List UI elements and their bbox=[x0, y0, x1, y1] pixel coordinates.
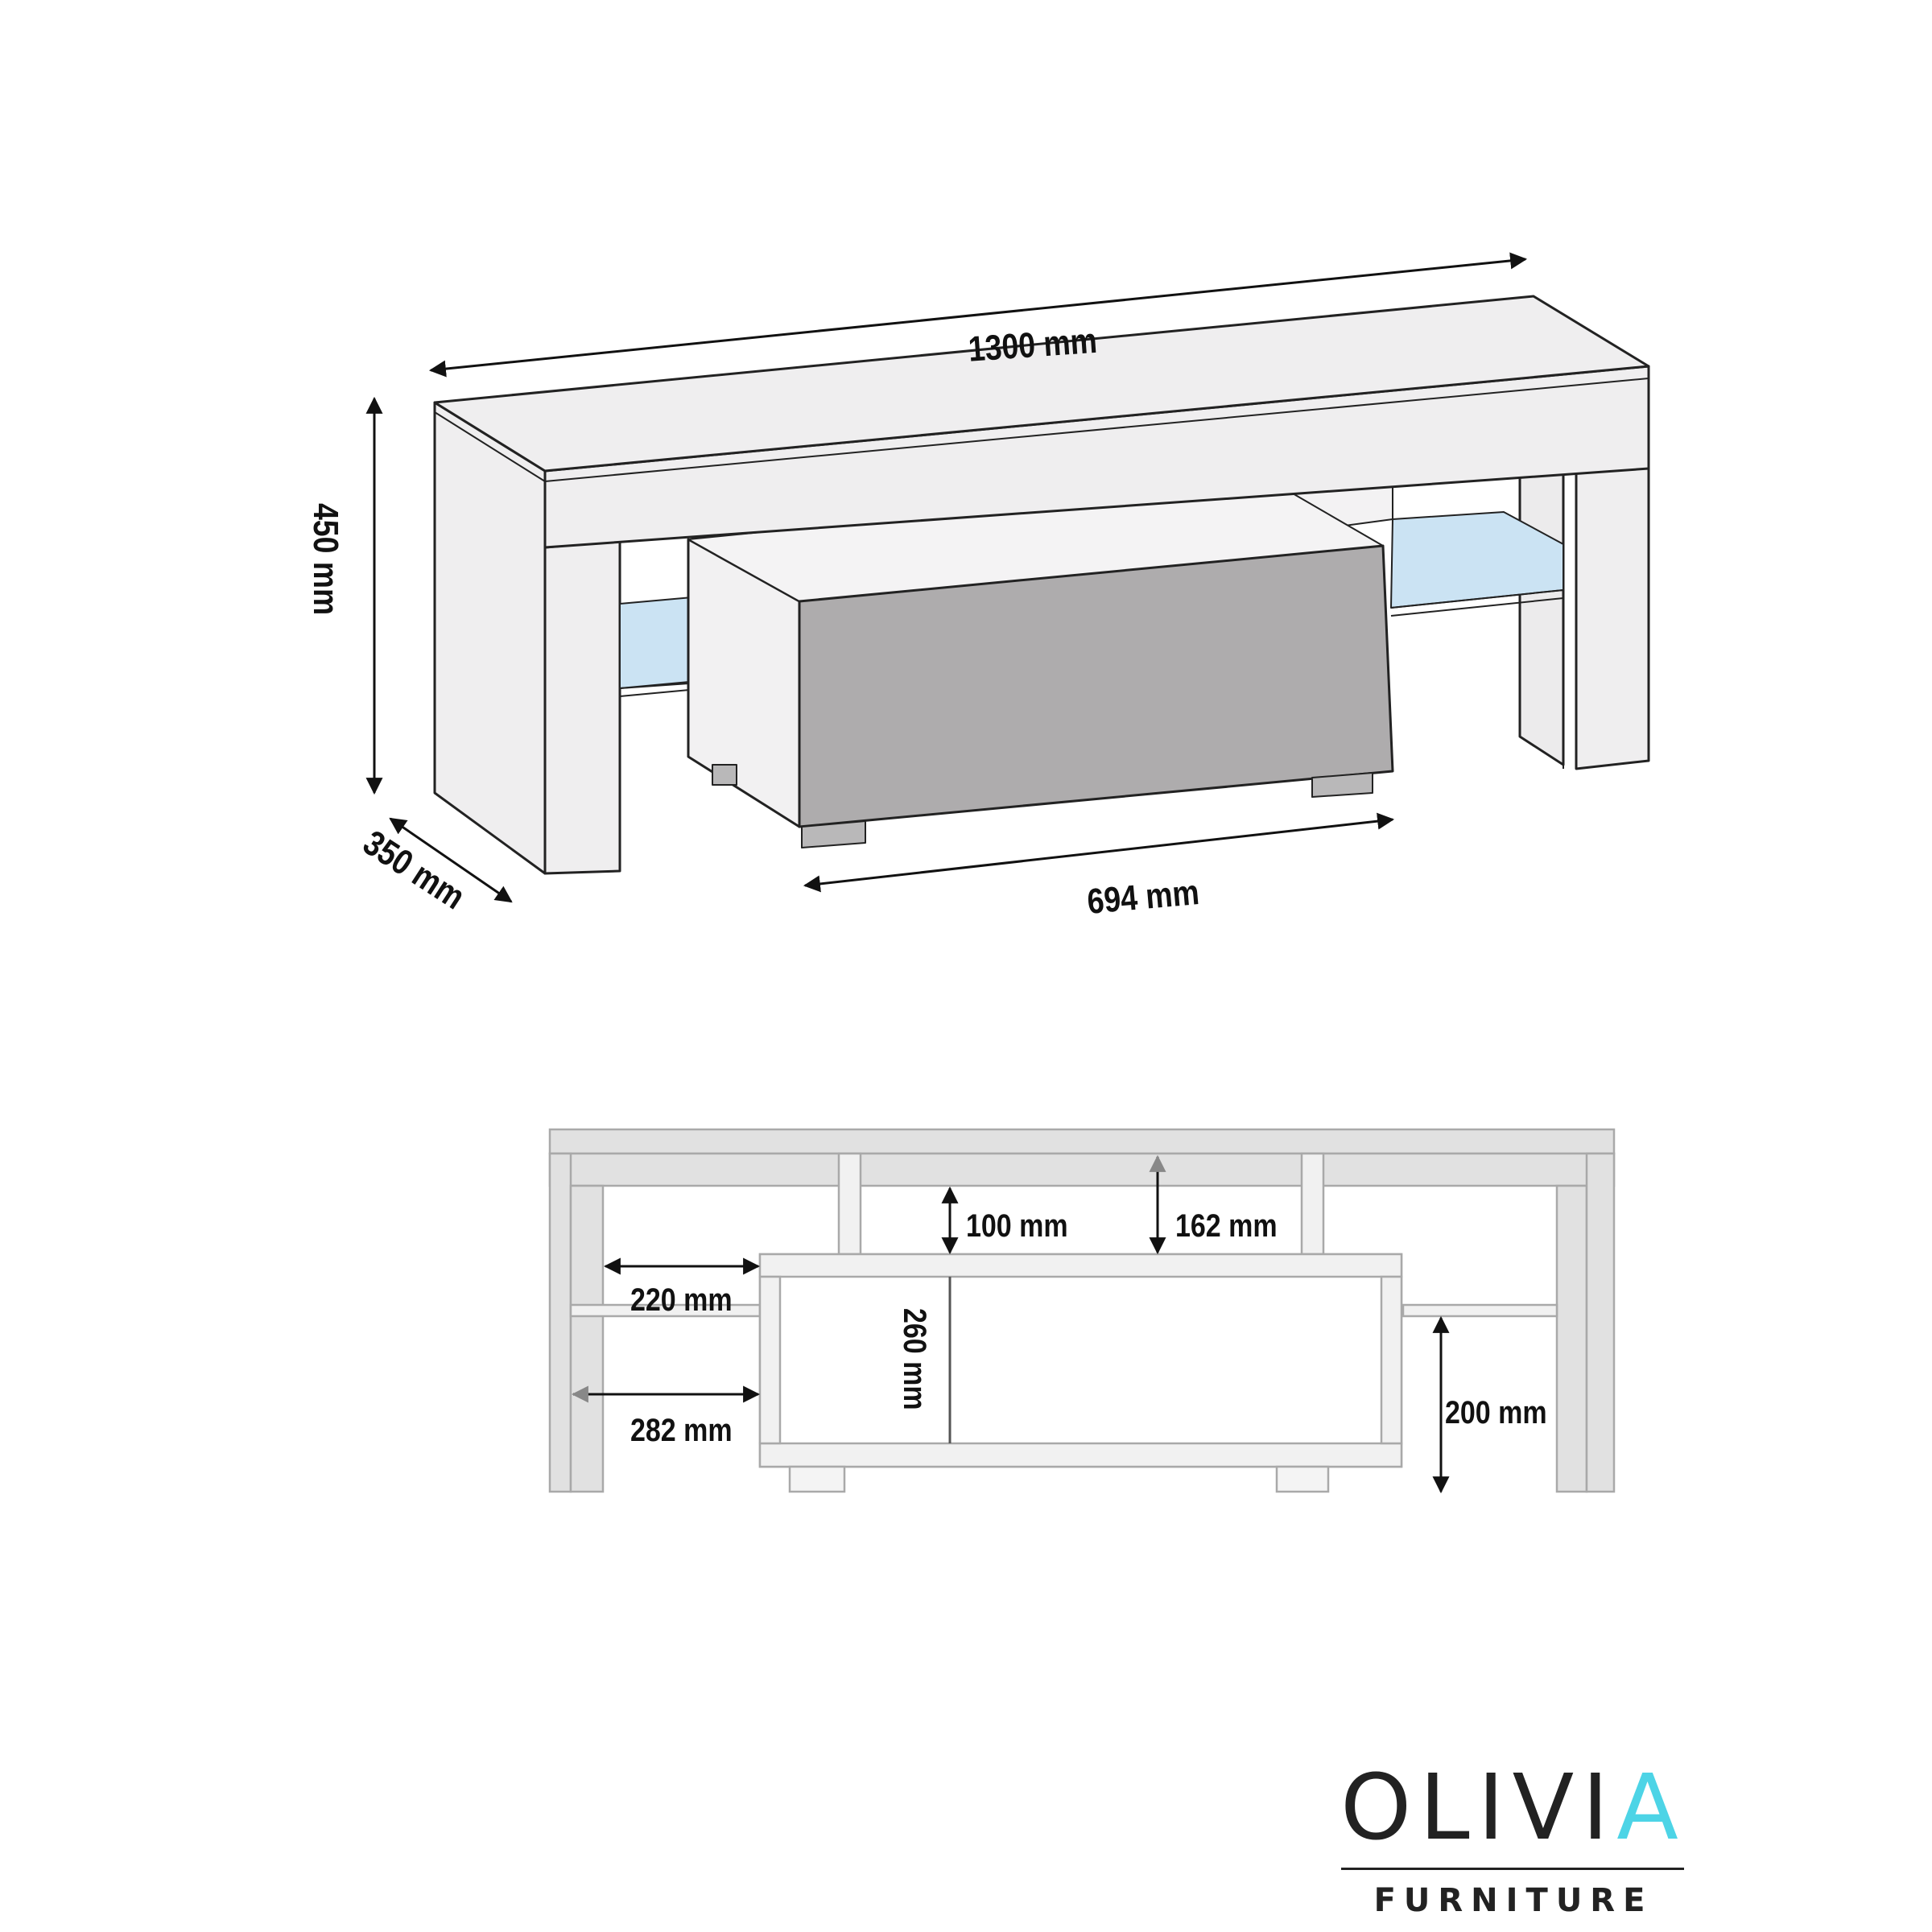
front-right-leg-outer bbox=[1585, 1152, 1616, 1493]
front-partition-left bbox=[837, 1152, 862, 1256]
front-right-leg-inner bbox=[1555, 1184, 1588, 1493]
front-left-leg-outer bbox=[548, 1152, 572, 1493]
right-leg-front bbox=[1575, 457, 1650, 770]
front-shelf-right bbox=[1402, 1303, 1558, 1318]
drawer-width-dimension-line bbox=[803, 812, 1395, 893]
drawer-height-label: 260 mm bbox=[897, 1308, 933, 1410]
front-top-apron bbox=[548, 1152, 1616, 1187]
left-side-panel bbox=[433, 401, 547, 875]
front-dimensions bbox=[571, 1154, 1450, 1494]
front-drawer-top bbox=[758, 1253, 1403, 1278]
front-foot-left bbox=[788, 1465, 846, 1493]
shelf-height-label: 200 mm bbox=[1445, 1393, 1547, 1430]
front-partition-right bbox=[1300, 1152, 1325, 1256]
brand-logo: OLIVIA FURNITURE bbox=[1336, 1763, 1690, 1917]
width-dimension-line bbox=[428, 252, 1528, 378]
front-drawer-right-side bbox=[1380, 1275, 1403, 1445]
right-glass-shelf bbox=[1390, 511, 1564, 609]
logo-word-main: OLIVI bbox=[1340, 1756, 1617, 1860]
logo-wordmark: OLIVIA bbox=[1336, 1763, 1690, 1853]
front-left-leg-inner bbox=[569, 1184, 605, 1493]
left-offset-label: 220 mm bbox=[630, 1281, 733, 1317]
drawer-front-panel bbox=[798, 544, 1394, 828]
drawer-foot-right bbox=[1311, 772, 1373, 798]
front-drawer-left-side bbox=[758, 1275, 782, 1445]
front-drawer-bottom bbox=[758, 1442, 1403, 1468]
depth-dimension-line bbox=[389, 817, 513, 903]
isometric-view bbox=[433, 295, 1650, 875]
top-gap-label: 100 mm bbox=[966, 1207, 1068, 1243]
left-offset-glass-label: 282 mm bbox=[630, 1411, 733, 1447]
logo-word-accent: A bbox=[1616, 1756, 1686, 1860]
left-leg-front bbox=[543, 539, 621, 875]
front-view bbox=[548, 1128, 1616, 1493]
front-foot-right bbox=[1275, 1465, 1330, 1493]
logo-subtitle: FURNITURE bbox=[1373, 1882, 1653, 1919]
depth-label: 350 mm bbox=[357, 823, 473, 917]
front-top-board bbox=[548, 1128, 1616, 1155]
drawer-width-label: 694 mm bbox=[1086, 872, 1201, 922]
height-label: 450 mm bbox=[306, 503, 346, 615]
front-drawer-box bbox=[758, 1253, 1403, 1468]
right-inner-leg bbox=[1518, 465, 1565, 766]
top-clearance-label: 162 mm bbox=[1175, 1207, 1278, 1243]
logo-divider bbox=[1341, 1868, 1684, 1870]
drawer-foot-back bbox=[712, 764, 737, 786]
width-label: 1300 mm bbox=[967, 320, 1098, 369]
drawer-foot-left bbox=[801, 820, 866, 848]
iso-dimensions bbox=[365, 252, 1528, 903]
